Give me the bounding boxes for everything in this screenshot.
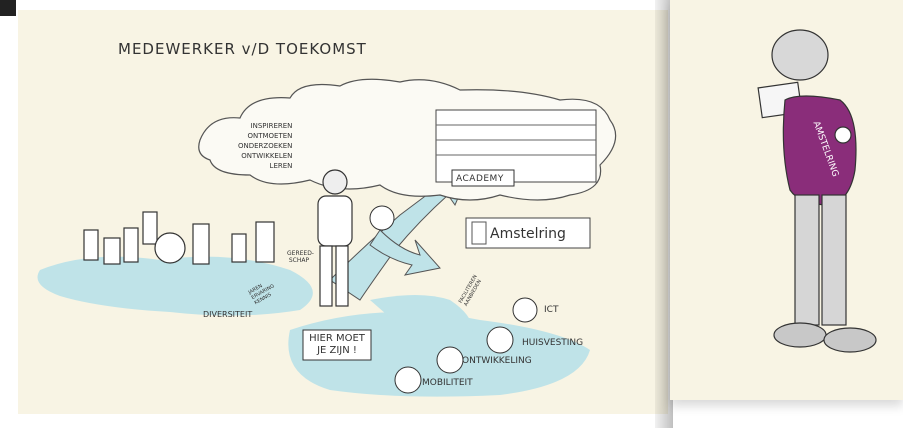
main-person xyxy=(317,169,353,307)
sign-text: HIER MOET JE ZIJN ! xyxy=(309,333,365,356)
page-fold-shadow xyxy=(655,0,673,428)
activity-item: ONTWIKKELEN xyxy=(241,152,293,160)
activities-list: INSPIREREN ONTMOETEN ONDERZOEKEN ONTWIKK… xyxy=(238,121,292,171)
standing-figure xyxy=(757,29,877,353)
academy-sign xyxy=(451,169,515,187)
huisvesting-label: HUISVESTING xyxy=(522,338,584,348)
activity-item: ONTMOETEN xyxy=(247,132,293,140)
ontwikkeling-circle xyxy=(436,346,464,374)
ontwikkeling-label: ONTWIKKELING xyxy=(462,356,532,366)
activity-item: LEREN xyxy=(269,162,293,170)
ict-circle xyxy=(512,297,538,323)
mobiliteit-circle xyxy=(394,366,422,394)
brand-logo-text: Amstelring xyxy=(490,226,566,242)
activity-item: ONDERZOEKEN xyxy=(238,142,293,150)
road-sign xyxy=(302,329,372,361)
amstelring-card xyxy=(465,217,591,249)
idea-bubble xyxy=(369,205,395,231)
river-channel xyxy=(370,295,473,342)
academy-label: ACADEMY xyxy=(456,174,504,184)
gereedschap-label: GEREED- SCHAP xyxy=(287,250,314,264)
activity-item: INSPIREREN xyxy=(250,122,293,130)
river-arrow-down xyxy=(369,229,441,276)
mobiliteit-label: MOBILITEIT xyxy=(422,378,473,388)
water-pool-left xyxy=(37,256,313,316)
diversiteit-label: DIVERSITEIT xyxy=(203,310,253,319)
huisvesting-circle xyxy=(486,326,514,354)
page-title: MEDEWERKER v/D TOEKOMST xyxy=(118,40,367,58)
people-group xyxy=(83,211,275,265)
ict-label: ICT xyxy=(544,305,559,315)
corner-mark xyxy=(0,0,16,16)
